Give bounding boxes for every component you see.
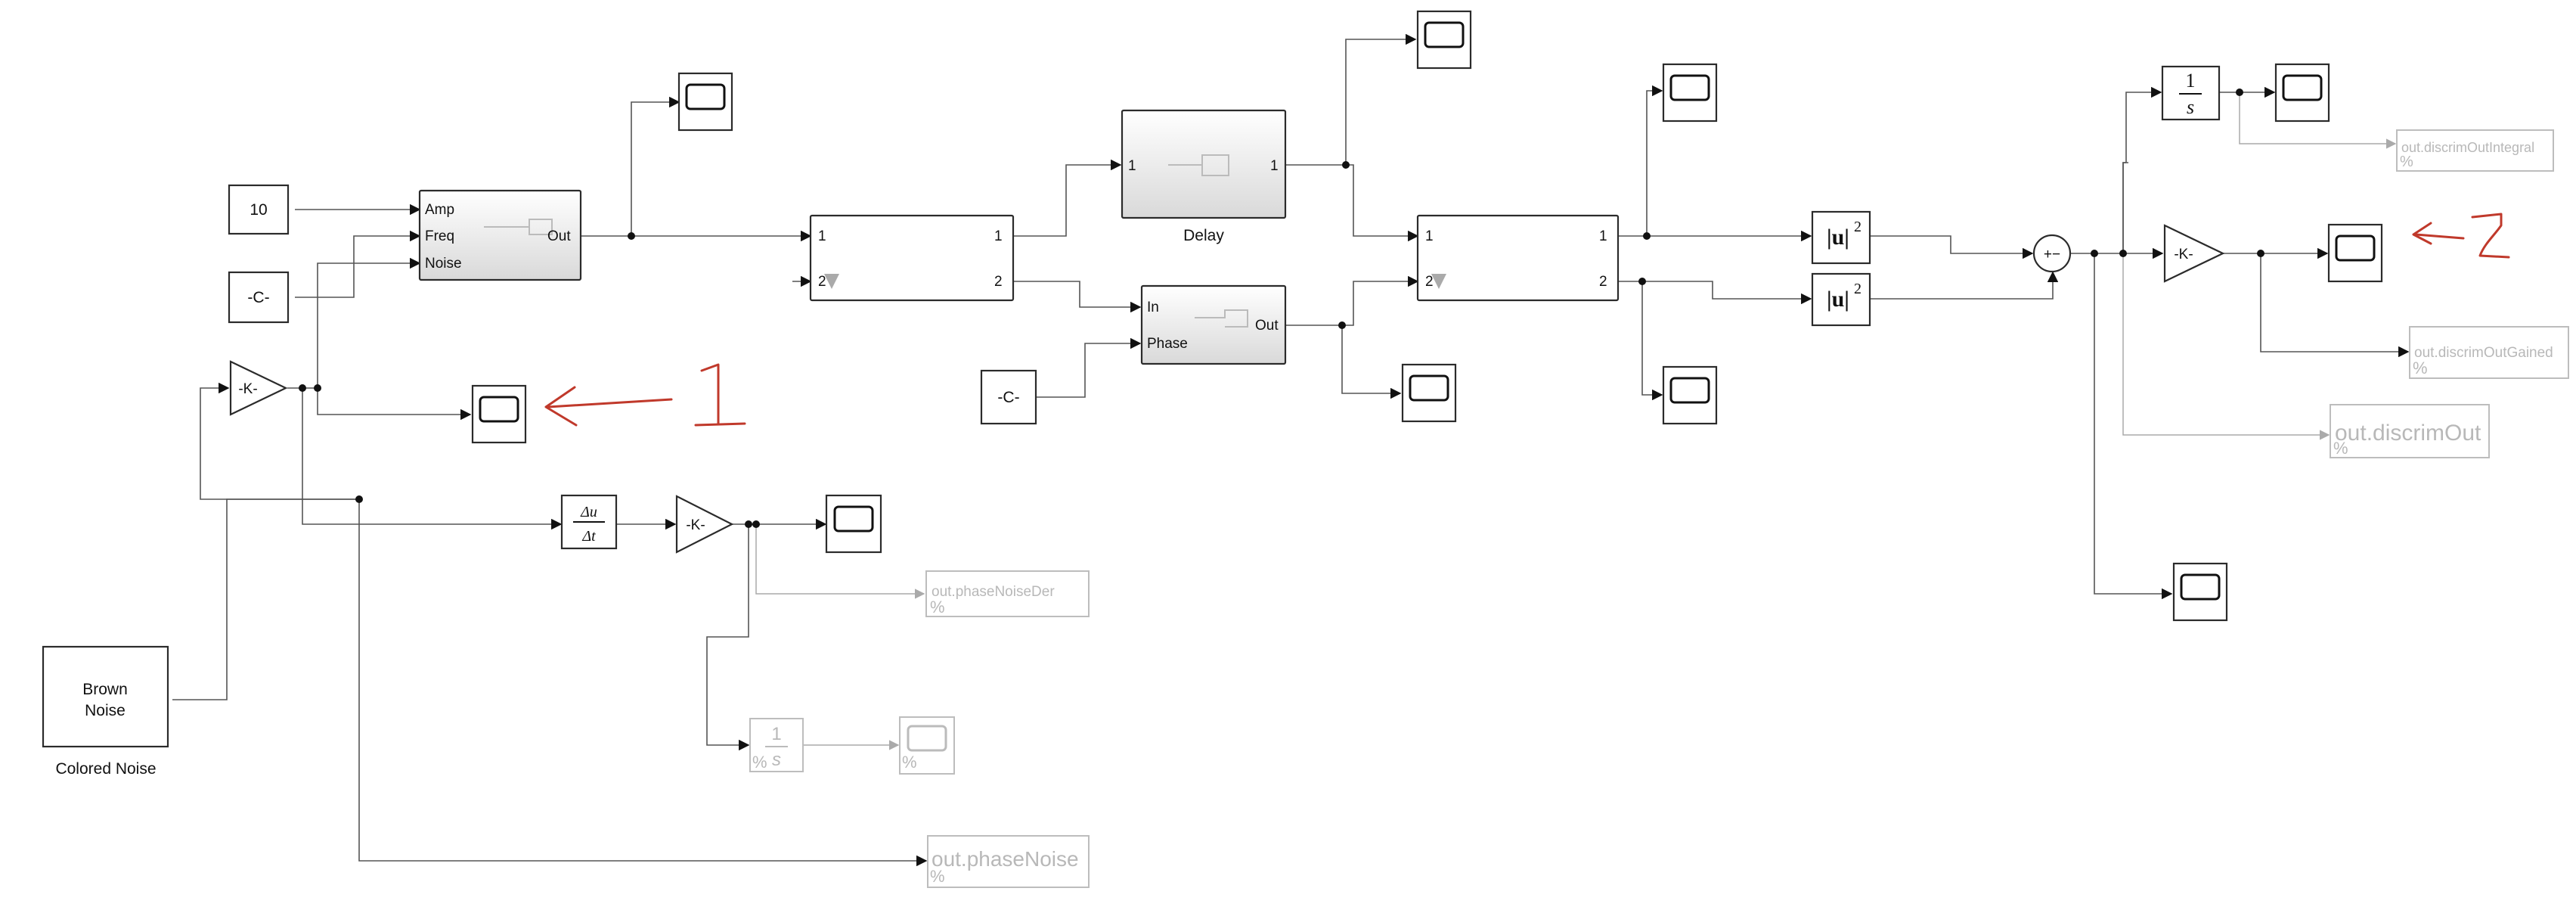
- scope-block[interactable]: [1401, 363, 1457, 423]
- percent-icon: %: [902, 753, 917, 772]
- integrator-block-faded[interactable]: 1 s %: [749, 718, 804, 772]
- percent-icon: %: [2333, 439, 2348, 458]
- switch1-in2-label: 2: [818, 274, 826, 290]
- delay-in-label: 1: [1128, 158, 1136, 174]
- scope-block-marked-2[interactable]: [2327, 223, 2383, 283]
- switch-subsystem-2[interactable]: 1 2 1 2: [1416, 214, 1620, 302]
- scope-block[interactable]: [1662, 63, 1718, 123]
- abs-sq-2-exp: 2: [1854, 281, 1861, 297]
- percent-icon: %: [2400, 154, 2413, 170]
- scope-block[interactable]: [2274, 63, 2330, 123]
- constant-10-label: 10: [250, 201, 267, 219]
- brown-noise-line2: Noise: [85, 702, 126, 719]
- delay-subsystem[interactable]: 1 1 Delay: [1121, 109, 1287, 244]
- down-arrow-icon: [824, 274, 839, 289]
- phase-in-label: In: [1147, 300, 1159, 315]
- annotation-arrow-1: 1: [0, 0, 746, 427]
- abs-squared-block-2[interactable]: |u| 2: [1811, 272, 1871, 327]
- discrim-out-gained-label: out.discrimOutGained: [2414, 345, 2553, 361]
- to-workspace-discrim-out-gained[interactable]: out.discrimOutGained %: [2409, 326, 2569, 379]
- discrim-out-label: out.discrimOut: [2335, 421, 2481, 446]
- delay-out-label: 1: [1270, 158, 1279, 174]
- scope-block[interactable]: [825, 494, 882, 554]
- integrator2-num: 1: [771, 724, 781, 744]
- integrator-num: 1: [2186, 70, 2196, 92]
- annotation-1-text: 1: [0, 0, 1, 1]
- port-amp-label: Amp: [425, 202, 454, 218]
- signal-lines: [172, 33, 2410, 867]
- switch1-out2-label: 2: [994, 274, 1003, 290]
- abs-sq-1-exp: 2: [1854, 219, 1861, 235]
- constant-c-label: -C-: [247, 289, 269, 306]
- phase-shift-subsystem[interactable]: In Phase Out: [1140, 284, 1287, 365]
- percent-icon: %: [930, 867, 945, 886]
- percent-icon: %: [930, 598, 945, 616]
- gain-k-lower-label: -K-: [686, 517, 705, 533]
- scope-block-faded[interactable]: %: [899, 716, 955, 775]
- gain-k-left-label: -K-: [238, 381, 257, 397]
- to-workspace-discrim-out[interactable]: out.discrimOut %: [2330, 404, 2490, 458]
- annotation-arrow-2: 2: [0, 0, 2510, 259]
- to-workspace-discrim-out-integral[interactable]: out.discrimOutIntegral %: [2396, 129, 2554, 172]
- sum-signs-label: +−: [2044, 247, 2060, 262]
- derivative-num: Δu: [580, 504, 597, 520]
- phase-out-label: Out: [1255, 318, 1279, 334]
- gain-k-right-label: -K-: [2174, 247, 2193, 262]
- switch2-in1-label: 1: [1425, 228, 1434, 244]
- scope-block[interactable]: [677, 72, 733, 132]
- phase-noise-label: out.phaseNoise: [932, 847, 1079, 871]
- constant-10-block[interactable]: 10: [228, 184, 290, 235]
- percent-icon: %: [2413, 359, 2428, 377]
- phase-phase-label: Phase: [1147, 336, 1188, 352]
- constant-c-block-middle[interactable]: -C-: [980, 369, 1037, 425]
- scope-block[interactable]: [1662, 365, 1718, 425]
- to-workspace-phase-noise[interactable]: out.phaseNoise %: [927, 835, 1090, 888]
- gain-k-block-lower[interactable]: -K-: [675, 495, 734, 554]
- delay-label: Delay: [1183, 227, 1224, 244]
- colored-noise-label: Colored Noise: [55, 760, 156, 778]
- abs-squared-block-1[interactable]: |u| 2: [1811, 210, 1871, 265]
- phase-noise-der-label: out.phaseNoiseDer: [932, 584, 1055, 600]
- integrator-den: s: [2187, 96, 2194, 118]
- port-out-label: Out: [547, 228, 571, 244]
- percent-icon: %: [752, 753, 767, 772]
- derivative-den: Δt: [581, 528, 596, 545]
- integrator2-den: s: [772, 750, 781, 770]
- annotation-2-text: 2: [0, 0, 1, 1]
- signal-generator-subsystem[interactable]: Amp Freq Noise Out: [418, 189, 582, 281]
- port-noise-label: Noise: [425, 256, 462, 272]
- scope-block-marked-1[interactable]: [471, 384, 527, 444]
- port-freq-label: Freq: [425, 228, 454, 244]
- gain-k-block-left[interactable]: -K-: [229, 360, 288, 416]
- abs-sq-1-label: |u|: [1827, 225, 1849, 250]
- switch2-out2-label: 2: [1599, 274, 1607, 290]
- down-arrow-icon: [1431, 274, 1446, 289]
- switch1-out1-label: 1: [994, 228, 1003, 244]
- constant-c-middle-label: -C-: [997, 389, 1019, 406]
- switch1-in1-label: 1: [818, 228, 826, 244]
- switch-subsystem-1[interactable]: 1 2 1 2: [809, 214, 1015, 302]
- switch2-in2-label: 2: [1425, 274, 1434, 290]
- discrim-out-integral-label: out.discrimOutIntegral: [2401, 140, 2534, 155]
- junction-dots: [299, 89, 2264, 528]
- to-workspace-phase-noise-der[interactable]: out.phaseNoiseDer %: [925, 570, 1090, 617]
- brown-noise-line1: Brown: [82, 681, 128, 698]
- constant-c-block[interactable]: -C-: [228, 271, 290, 324]
- gain-k-block-right[interactable]: -K-: [2163, 224, 2225, 283]
- sum-block[interactable]: +−: [2032, 234, 2072, 273]
- scope-block[interactable]: [1416, 10, 1472, 70]
- abs-sq-2-label: |u|: [1827, 287, 1849, 312]
- scope-block[interactable]: [2172, 562, 2228, 622]
- derivative-block[interactable]: Δu Δt: [560, 494, 618, 550]
- integrator-block[interactable]: 1 s: [2161, 65, 2221, 121]
- switch2-out1-label: 1: [1599, 228, 1607, 244]
- brown-noise-block[interactable]: Brown Noise: [42, 645, 169, 748]
